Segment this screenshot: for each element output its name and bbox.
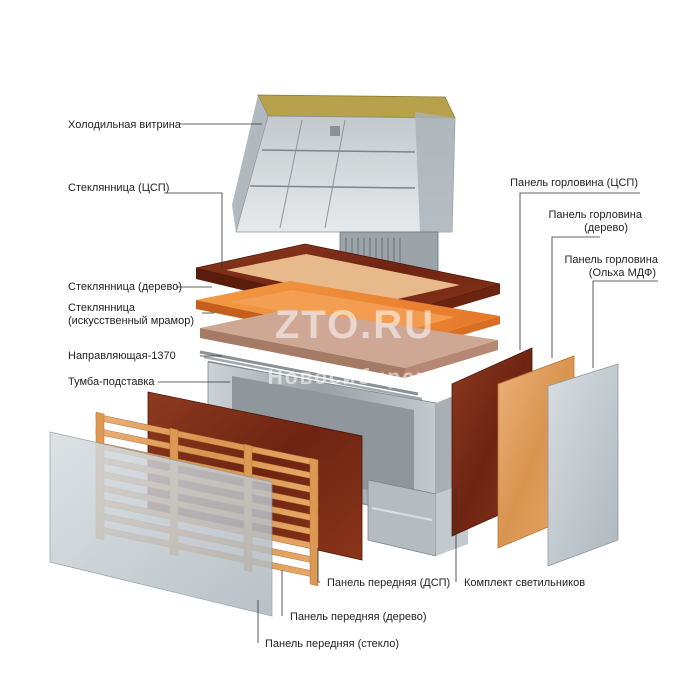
- leader-lines: [158, 123, 658, 643]
- label-neck-panel-mdf-line2: (Ольха МДФ): [589, 267, 656, 279]
- labels: Холодильная витрина Стеклянница (ЦСП) Ст…: [68, 119, 659, 650]
- label-front-panel-glass: Панель передняя (стекло): [265, 638, 399, 650]
- cold-display-case: [232, 94, 456, 279]
- front-panel-glass: [49, 431, 273, 617]
- label-base-cabinet: Тумба-подставка: [68, 376, 155, 388]
- label-glass-holder-marble-line1: Стеклянница: [68, 302, 136, 314]
- label-neck-panel-csp: Панель горловина (ЦСП): [510, 177, 638, 189]
- label-neck-panel-wood-line2: (дерево): [584, 222, 628, 234]
- glass-holder-marble: [200, 309, 498, 378]
- label-front-panel-wood: Панель передняя (дерево): [290, 611, 427, 623]
- watermark: ZTO.RU Новосибирск: [268, 303, 435, 389]
- label-neck-panel-mdf-line1: Панель горловина: [564, 254, 658, 266]
- label-light-kit: Комплект светильников: [464, 577, 585, 589]
- label-glass-holder-marble-line2: (искусственный мрамор): [68, 315, 194, 327]
- svg-text:Новосибирск: Новосибирск: [268, 366, 429, 389]
- label-glass-holder-wood: Стеклянница (дерево): [68, 281, 182, 293]
- label-cold-display: Холодильная витрина: [68, 119, 182, 131]
- label-front-panel-dsp: Панель передняя (ДСП): [327, 577, 450, 589]
- label-glass-holder-csp: Стеклянница (ЦСП): [68, 182, 169, 194]
- label-neck-panel-wood-line1: Панель горловина: [548, 209, 642, 221]
- neck-panel-mdf: [547, 363, 619, 567]
- label-guide-rail: Направляющая-1370: [68, 350, 176, 362]
- svg-text:ZTO.RU: ZTO.RU: [275, 303, 435, 347]
